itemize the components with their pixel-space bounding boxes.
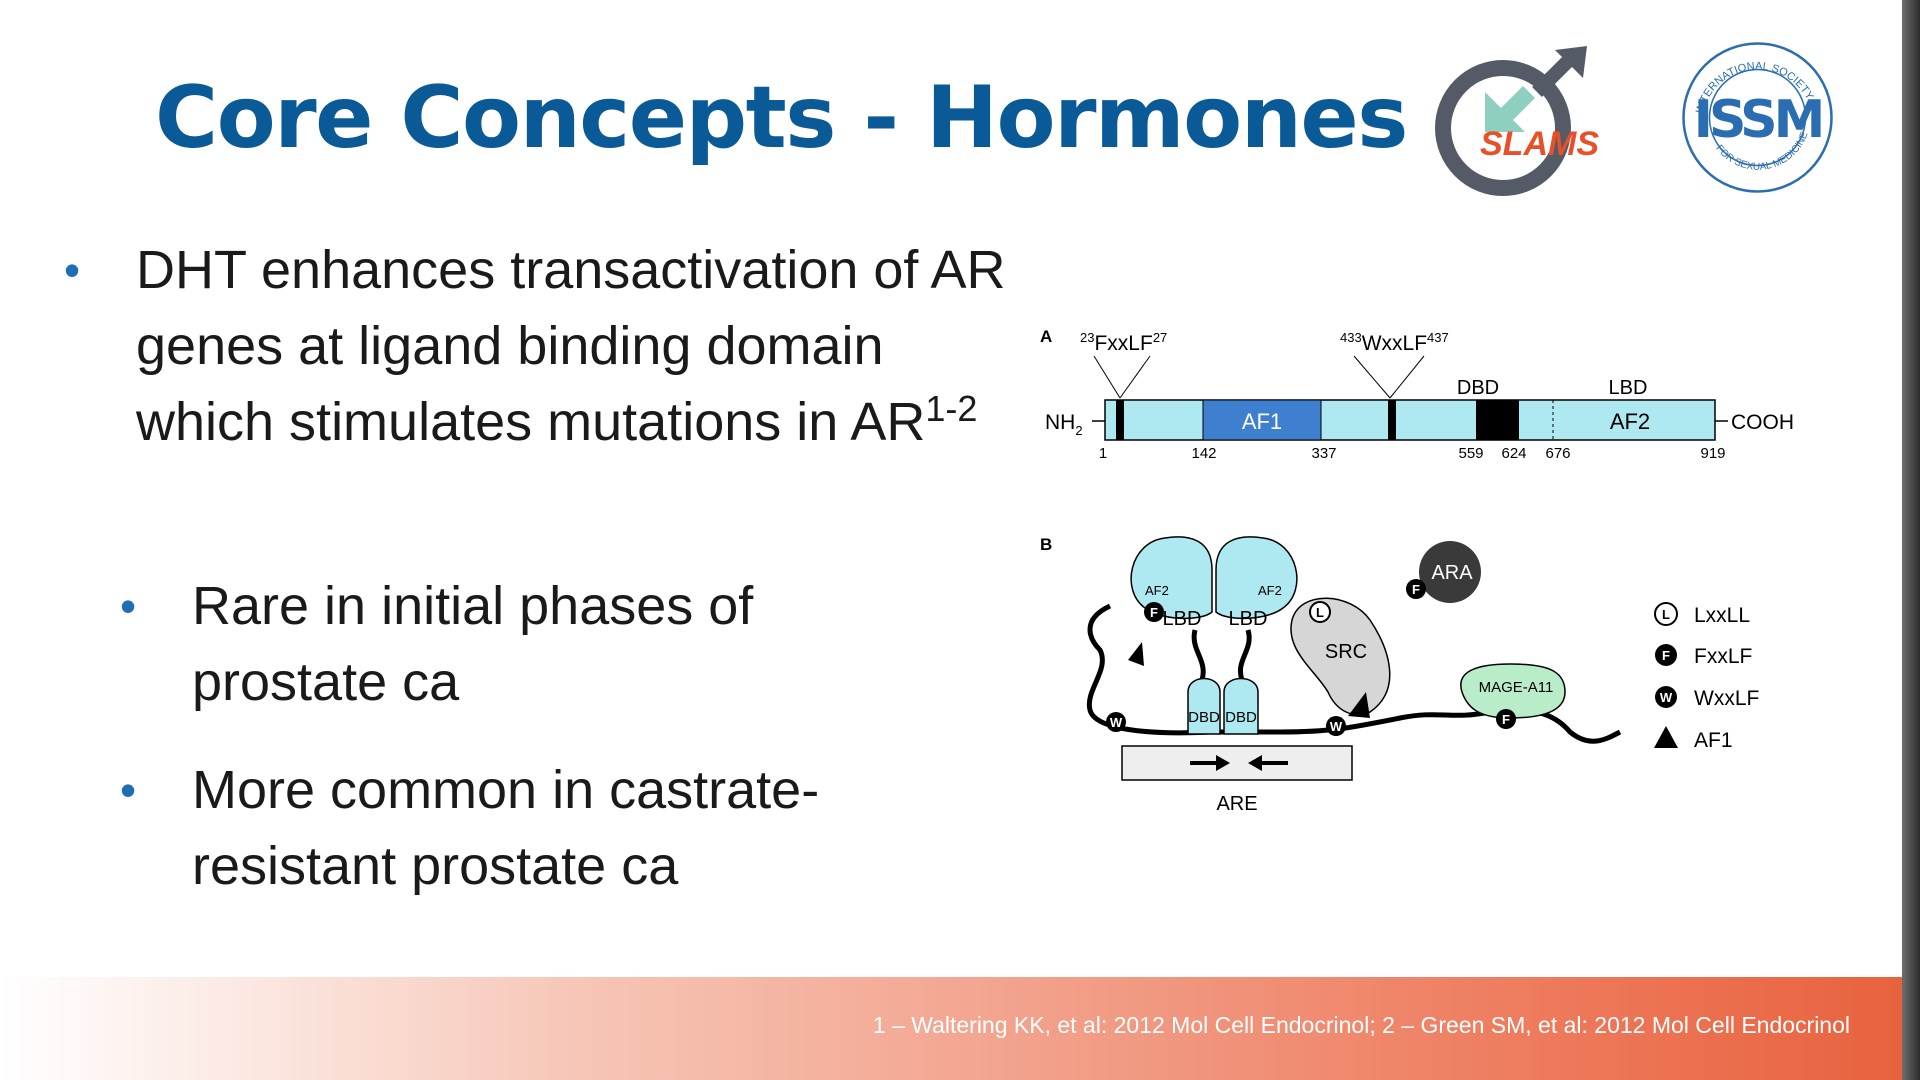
mage-a11-coregulator xyxy=(1460,663,1566,719)
lbd-right-label: LBD xyxy=(1229,608,1268,630)
legend-triangle-icon xyxy=(1654,726,1678,748)
wxxlf-badge-left: W xyxy=(1106,712,1126,732)
legend-label: FxxLF xyxy=(1694,645,1752,668)
src-label: SRC xyxy=(1325,641,1367,663)
bullet-main-text: DHT enhances transactivation of AR genes… xyxy=(136,240,1006,452)
screen-edge xyxy=(1902,0,1920,1080)
dbd-domain-label: DBD xyxy=(1457,377,1499,399)
c-terminus-label: COOH xyxy=(1731,411,1794,434)
issm-text: ISSM xyxy=(1694,90,1822,150)
motif1-pointer-left xyxy=(1093,355,1121,399)
panel-a-label: A xyxy=(1040,327,1052,346)
dbd-left-label: DBD xyxy=(1188,709,1220,726)
lbd-left-lobe xyxy=(1130,536,1213,620)
are-label: ARE xyxy=(1216,793,1257,815)
slams-arrow-head xyxy=(1555,46,1587,78)
af1-triangle xyxy=(1348,692,1370,718)
fxxlf-badge-ara: F xyxy=(1406,579,1426,599)
svg-text:W: W xyxy=(1660,690,1673,705)
af2-left-label: AF2 xyxy=(1145,583,1169,598)
slide-title: Core Concepts - Hormones xyxy=(155,68,1408,168)
tick-label: 142 xyxy=(1191,445,1216,462)
fxxlf-badge-left: F xyxy=(1144,602,1164,622)
legend-item-wxxlf: W WxxLF xyxy=(1655,686,1759,710)
hinge-left xyxy=(1191,629,1206,681)
tick-label: 1 xyxy=(1099,445,1107,462)
slams-inner-arrow xyxy=(1485,86,1535,132)
tick-label: 337 xyxy=(1311,445,1336,462)
bullet-main: DHT enhances transactivation of AR genes… xyxy=(136,232,1006,460)
dbd-right-label: DBD xyxy=(1225,709,1257,726)
tick-label: 919 xyxy=(1700,445,1725,462)
sub-bullet-rare: Rare in initial phases of prostate ca xyxy=(192,576,754,712)
mage-a11-label: MAGE-A11 xyxy=(1479,679,1554,696)
dbd-left xyxy=(1187,677,1221,735)
src-coactivator xyxy=(1290,597,1391,716)
issm-logo: INTERNATIONAL SOCIETY FOR SEXUAL MEDICIN… xyxy=(1682,42,1833,193)
fxxlf-badge-mage: F xyxy=(1496,709,1516,729)
legend-item-lxxll: L LxxLL xyxy=(1654,602,1750,627)
lbd-right-lobe xyxy=(1215,536,1298,620)
af1-domain-label: AF1 xyxy=(1242,409,1282,434)
af2-domain-label: AF2 xyxy=(1610,409,1650,434)
bullet-marker: • xyxy=(64,244,81,296)
af1-domain xyxy=(1202,399,1322,441)
legend-label: AF1 xyxy=(1694,729,1733,752)
footer-references: 1 – Waltering KK, et al: 2012 Mol Cell E… xyxy=(872,1012,1850,1038)
lxxll-badge: L xyxy=(1309,601,1331,623)
footer-band xyxy=(0,977,1902,1080)
panel-b-label: B xyxy=(1040,535,1052,554)
motif1-pointer-right xyxy=(1119,355,1151,399)
sub-bullet-marker: • xyxy=(120,764,137,816)
sub-bullet-common: More common in castrate-resistant prosta… xyxy=(192,760,820,896)
svg-text:W: W xyxy=(1330,719,1343,734)
legend-label: LxxLL xyxy=(1694,604,1750,627)
motif2-pointer-right xyxy=(1389,355,1425,399)
dbd-domain xyxy=(1476,400,1519,440)
ar-structure-figure: A 23FxxLF27 433WxxLF437 DBD LBD NH2 AF1 … xyxy=(1040,327,1794,815)
n-terminus-label: NH2 xyxy=(1045,411,1083,438)
svg-text:W: W xyxy=(1110,715,1123,730)
svg-text:F: F xyxy=(1150,605,1158,620)
lbd-left-label: LBD xyxy=(1163,608,1202,630)
wxxlf-badge-right: W xyxy=(1326,716,1346,736)
legend-label: WxxLF xyxy=(1694,687,1759,710)
fxxlf-motif-mark xyxy=(1116,400,1124,440)
legend-item-fxxlf: F FxxLF xyxy=(1655,644,1752,668)
wxxlf-motif-mark xyxy=(1388,400,1396,440)
tick-label: 559 xyxy=(1458,445,1483,462)
issm-outer-ring xyxy=(1682,42,1833,193)
tick-label: 624 xyxy=(1501,445,1526,462)
motif-fxxlf-label: 23FxxLF27 xyxy=(1080,330,1167,355)
issm-inner-ring xyxy=(1708,68,1807,167)
slams-logo: SLAMS xyxy=(1435,46,1599,196)
legend-item-af1: AF1 xyxy=(1654,726,1733,752)
ar-chain-line xyxy=(1086,603,1622,744)
are-arrow-left-head xyxy=(1248,755,1262,771)
motif2-pointer-left xyxy=(1353,355,1391,399)
svg-text:F: F xyxy=(1502,712,1510,727)
are-element-box xyxy=(1121,745,1353,781)
lbd-domain-label: LBD xyxy=(1609,377,1648,399)
motif-wxxlf-label: 433WxxLF437 xyxy=(1340,330,1449,355)
ara-label: ARA xyxy=(1431,562,1473,584)
svg-text:F: F xyxy=(1412,582,1420,597)
hinge-right xyxy=(1237,629,1252,681)
ara-coregulator xyxy=(1419,541,1481,603)
svg-text:L: L xyxy=(1662,607,1670,622)
sub-bullet-marker: • xyxy=(120,580,137,632)
svg-text:L: L xyxy=(1316,605,1324,620)
bullet-main-citation: 1-2 xyxy=(925,388,978,429)
tick-label: 676 xyxy=(1545,445,1570,462)
are-arrow-right-head xyxy=(1216,755,1230,771)
slams-ring xyxy=(1435,60,1571,196)
slams-text: SLAMS xyxy=(1480,125,1599,163)
dbd-right xyxy=(1223,677,1259,735)
af1-triangle xyxy=(1128,642,1144,666)
af2-right-label: AF2 xyxy=(1258,583,1282,598)
svg-text:F: F xyxy=(1662,648,1670,663)
